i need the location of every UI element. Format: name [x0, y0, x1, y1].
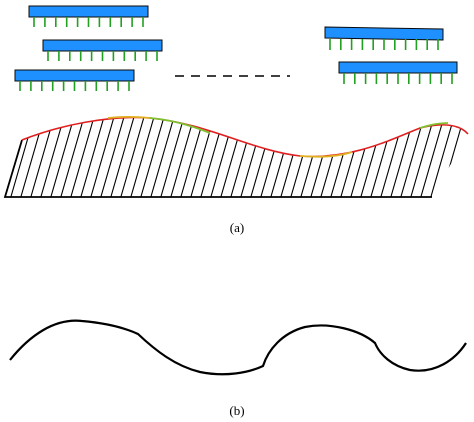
hatch-line [19, 117, 47, 197]
hatch-line [209, 117, 237, 197]
surface-highlight [419, 122, 449, 129]
profile-curve [9, 319, 467, 376]
hatch-line [129, 117, 157, 197]
sensor-array [28, 5, 149, 27]
hatch-line [299, 117, 327, 197]
hatch-line [139, 117, 167, 197]
hatch-line [199, 117, 227, 197]
sensor-array [14, 69, 135, 91]
hatch-line [239, 117, 267, 197]
hatch-line [249, 117, 277, 197]
hatch-line [399, 117, 427, 197]
surface-highlight [149, 117, 211, 134]
hatch-line [189, 117, 217, 197]
surface-curve [21, 116, 469, 158]
hatch-line [349, 117, 377, 197]
hatch-line [9, 117, 37, 197]
caption-b: (b) [229, 403, 245, 418]
hatch-line [369, 117, 397, 197]
hatch-line [79, 117, 107, 197]
hatched-terrain [5, 110, 474, 200]
panel-a [3, 5, 474, 200]
hatch-line [359, 117, 387, 197]
hatch-line [219, 117, 247, 197]
hatch-line [119, 117, 147, 197]
hatch-line [409, 117, 437, 197]
terrain-outline [3, 139, 432, 198]
hatch-line [49, 117, 77, 197]
hatch-line [149, 117, 177, 197]
hatch-line [5, 117, 27, 197]
sensor-array [42, 39, 163, 61]
hatch-line [459, 117, 468, 197]
hatch-line [470, 110, 474, 200]
hatch-line [59, 117, 87, 197]
sensor-array [324, 26, 444, 50]
hatch-line [99, 117, 127, 197]
hatch-line [39, 117, 67, 197]
hatch-line [229, 117, 257, 197]
hatch-line [69, 117, 97, 197]
hatch-line [109, 117, 137, 197]
surface-highlight [107, 115, 151, 119]
surface-highlight [299, 151, 353, 158]
hatch-line [89, 117, 117, 197]
panel-b [9, 319, 467, 376]
hatch-line [259, 117, 287, 197]
hatch-line [449, 117, 468, 197]
sensor-array [338, 61, 458, 84]
caption-a: (a) [229, 220, 245, 235]
hatch-line [379, 117, 407, 197]
hatch-line [5, 117, 7, 197]
hatch-line [389, 117, 417, 197]
hatch-line [29, 117, 57, 197]
hatch-line [159, 117, 187, 197]
